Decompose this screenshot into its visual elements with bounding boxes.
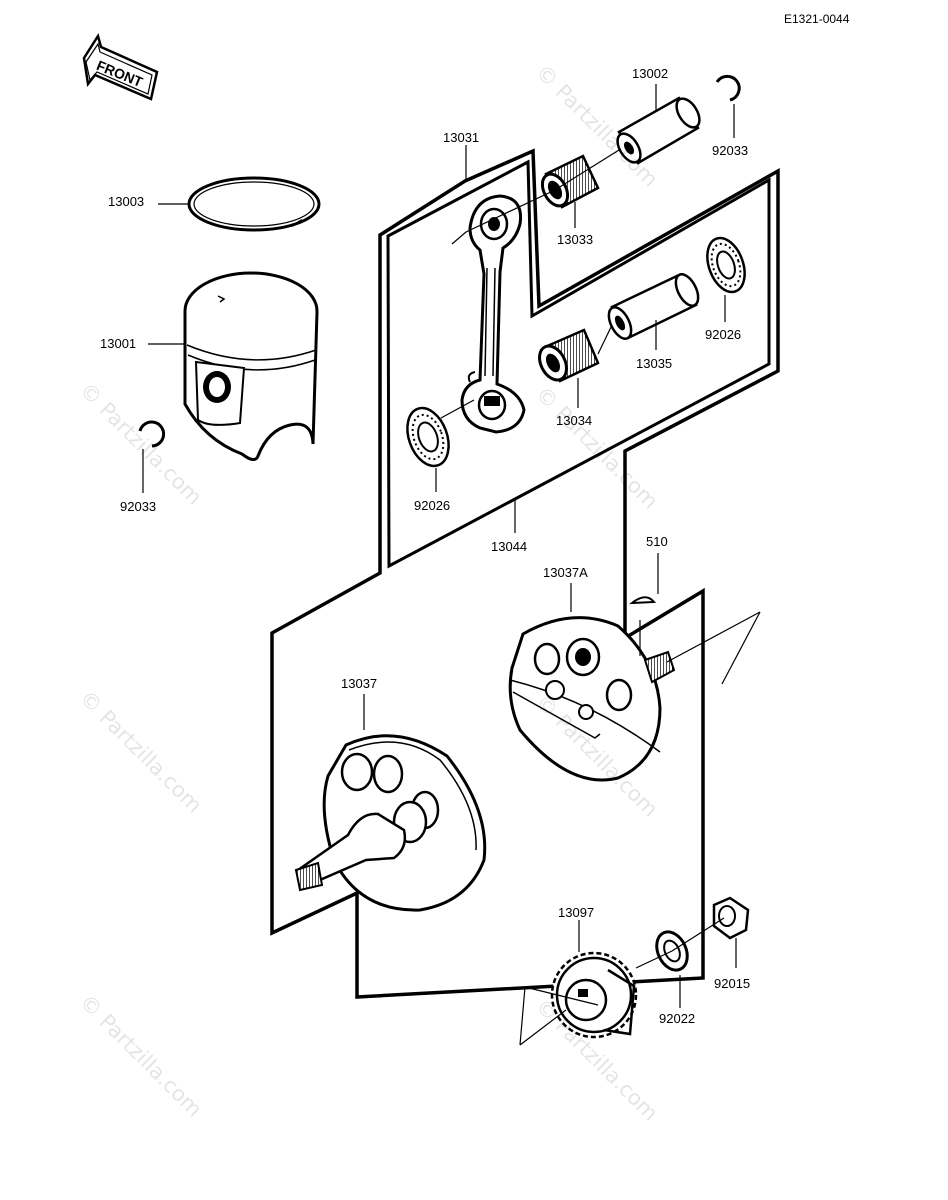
part-callout-13044[interactable]: 13044 — [491, 539, 528, 554]
part-callout-92015[interactable]: 92015 — [714, 976, 751, 991]
front-arrow-icon — [82, 32, 159, 101]
crankshaft-right-13037A — [508, 616, 676, 782]
connecting-rod-group-outline — [386, 159, 771, 569]
washer-92026-left — [406, 406, 450, 468]
woodruff-key-510 — [628, 596, 657, 605]
washer-92026-right — [706, 236, 746, 294]
part-callout-13037A[interactable]: 13037A — [543, 565, 588, 580]
piston-ring-13003 — [187, 176, 321, 232]
part-callout-13035[interactable]: 13035 — [636, 356, 673, 371]
part-callout-13097[interactable]: 13097 — [558, 905, 595, 920]
part-callout-92026[interactable]: 92026 — [705, 327, 742, 342]
part-callout-13037[interactable]: 13037 — [341, 676, 378, 691]
piston-13001 — [183, 271, 319, 461]
part-callout-510[interactable]: 510 — [646, 534, 668, 549]
part-callout-13001[interactable]: 13001 — [100, 336, 137, 351]
part-callout-13003[interactable]: 13003 — [108, 194, 145, 209]
nut-92015 — [712, 896, 750, 940]
primary-gear-13097 — [550, 951, 638, 1039]
crankshaft-left-13037 — [294, 734, 487, 912]
needle-bearing-13033 — [540, 154, 600, 209]
part-callout-92033[interactable]: 92033 — [120, 499, 157, 514]
connecting-rod-13031 — [460, 194, 526, 434]
leader-lines — [142, 84, 761, 1046]
crankshaft-group-outline — [270, 148, 780, 999]
piston-pin-13002 — [616, 96, 701, 165]
part-callout-92033[interactable]: 92033 — [712, 143, 749, 158]
needle-bearing-13034 — [538, 328, 600, 383]
part-callout-92026[interactable]: 92026 — [414, 498, 451, 513]
circlip-92033-right — [715, 74, 741, 102]
part-callout-92022[interactable]: 92022 — [659, 1011, 696, 1026]
part-callout-13034[interactable]: 13034 — [556, 413, 593, 428]
diagram-code: E1321-0044 — [784, 12, 850, 26]
part-callout-13031[interactable]: 13031 — [443, 130, 480, 145]
part-callout-13002[interactable]: 13002 — [632, 66, 669, 81]
part-callout-13033[interactable]: 13033 — [557, 232, 594, 247]
circlip-92033-left — [138, 420, 166, 448]
crank-pin-13035 — [607, 273, 700, 340]
